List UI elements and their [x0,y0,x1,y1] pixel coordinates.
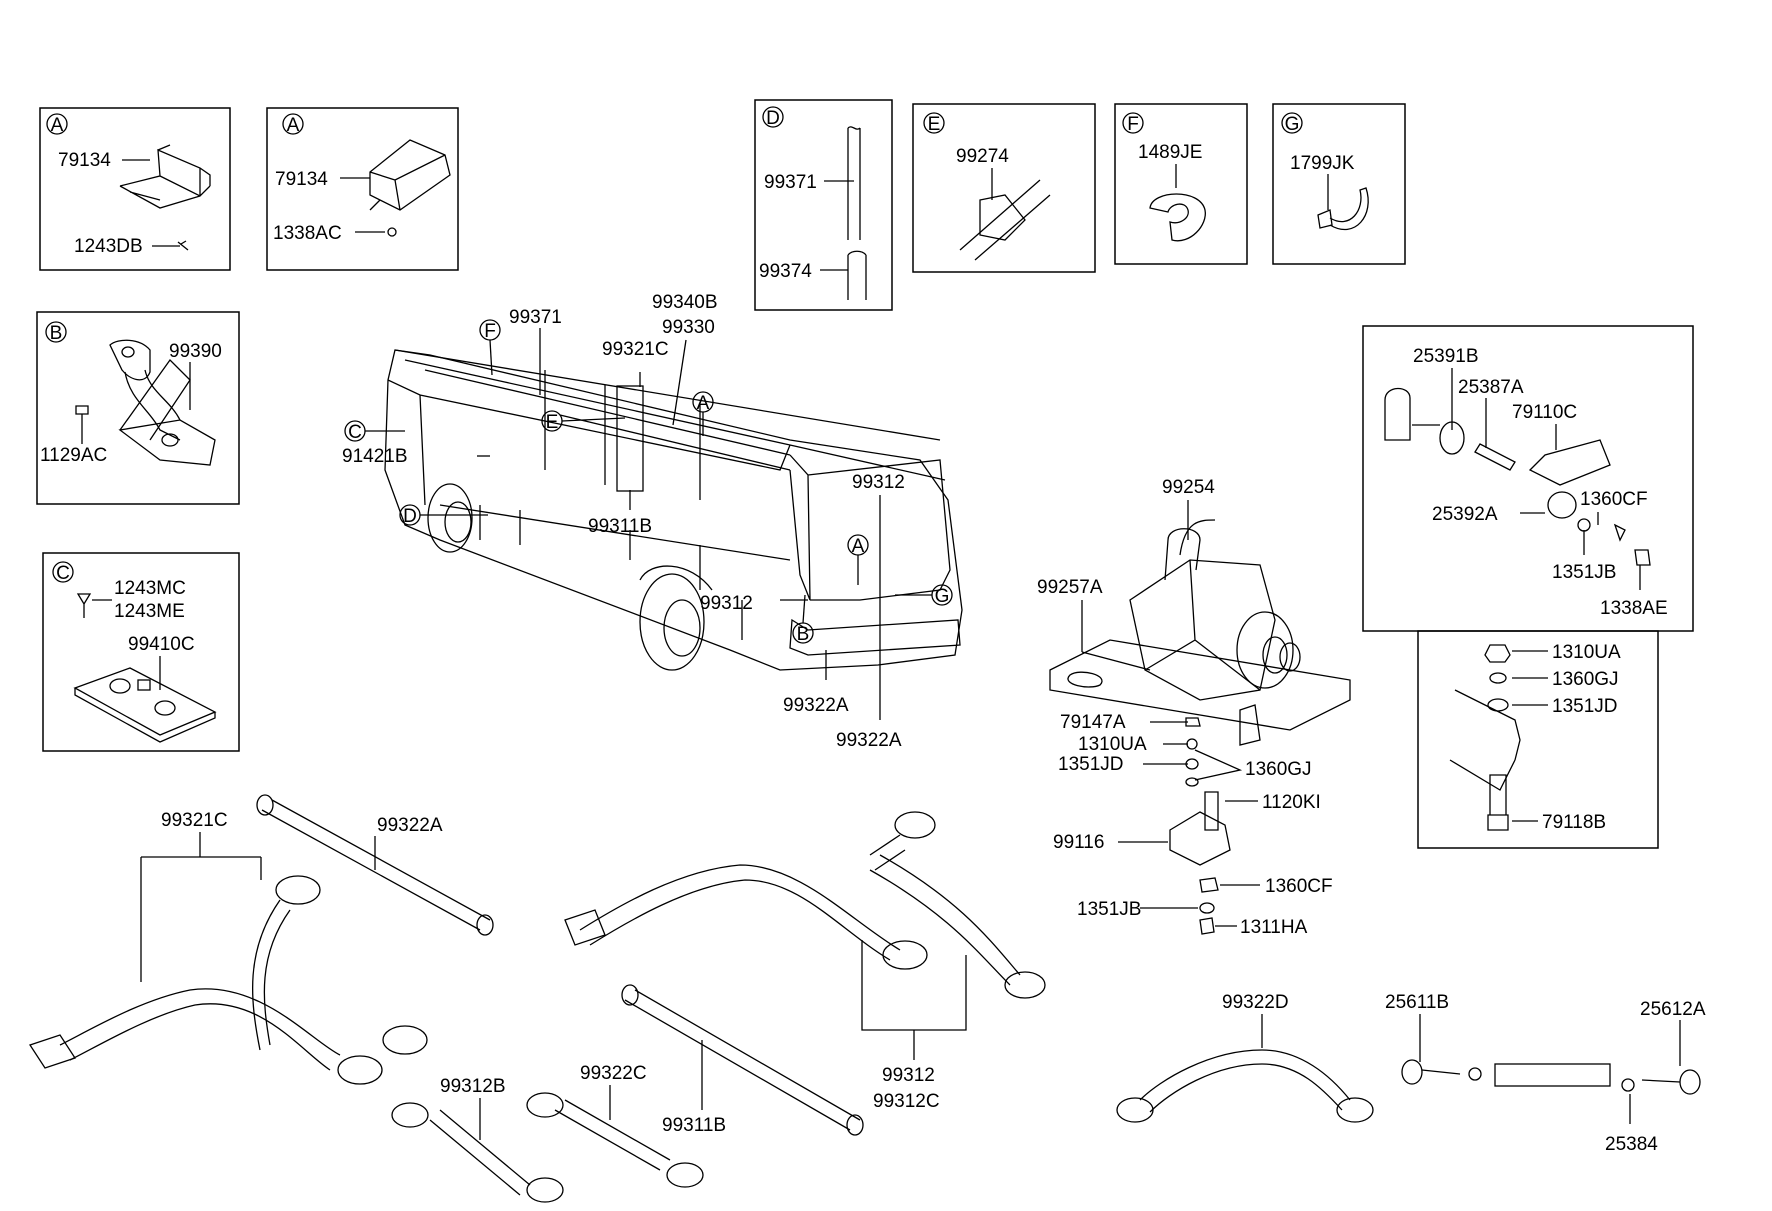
label-99312b: 99312B [440,1076,506,1097]
panel-a1: A 79134 1243DB [39,107,231,271]
compressor-assembly: 99254 99257A 79147A 1310UA 1351JD 1360GJ… [1037,477,1351,938]
label-1360gj: 1360GJ [1245,759,1312,780]
label-1243db: 1243DB [74,236,143,257]
label-99322a: 99322A [783,695,849,716]
label-79134: 79134 [275,169,328,190]
label-99340b: 99340B [652,292,718,313]
label-99322a: 99322A [836,730,902,751]
label-1351jb: 1351JB [1552,562,1616,583]
label-1351jb: 1351JB [1077,899,1141,920]
label-91421b: 91421B [342,446,408,467]
panel-c-letter: C [56,563,70,584]
label-99312: 99312 [852,472,905,493]
label-99311b: 99311B [588,516,652,537]
bus-callout-a: A [697,393,710,414]
label-1310ua: 1310UA [1078,734,1147,755]
label-1120ki: 1120KI [1262,792,1321,813]
panel-b-letter: B [50,323,63,344]
label-1243me: 1243ME [114,601,185,622]
label-79110c: 79110C [1512,402,1577,423]
label-99116: 99116 [1053,832,1104,853]
label-99371: 99371 [764,172,817,193]
label-1351jd: 1351JD [1058,754,1124,775]
label-1311ha: 1311HA [1240,917,1308,938]
panel-f: F 1489JE [1114,103,1248,265]
label-25391b: 25391B [1413,346,1479,367]
label-99322d: 99322D [1222,992,1289,1013]
label-25612a: 25612A [1640,999,1706,1020]
panel-d-letter: D [766,108,780,129]
label-99330: 99330 [662,317,715,338]
label-1129ac: 1129AC [40,445,107,466]
panel-e: E 99274 [912,103,1096,273]
bus-callout-g: G [935,586,950,607]
label-99321c: 99321C [161,810,228,831]
panel-hose-fitting: 25391B 25387A 79110C 1360CF 25392A 1351J… [1362,325,1694,632]
panel-g: G 1799JK [1272,103,1406,265]
label-79134: 79134 [58,150,111,171]
label-99410c: 99410C [128,634,195,655]
label-1351jd: 1351JD [1552,696,1618,717]
label-1310ua: 1310UA [1552,642,1621,663]
panel-f-letter: F [1127,114,1139,135]
bus-callout-d: D [403,506,417,527]
panel-g-letter: G [1285,114,1300,135]
label-25611b: 25611B [1385,992,1449,1013]
label-99274: 99274 [956,146,1009,167]
label-99322c: 99322C [580,1063,647,1084]
label-1360cf: 1360CF [1580,489,1648,510]
label-1489je: 1489JE [1138,142,1202,163]
label-1360gj: 1360GJ [1552,669,1619,690]
bus-illustration: F C E A D A G B 99371 99340B 99330 [342,292,963,751]
label-79147a: 79147A [1060,712,1126,733]
label-99371: 99371 [509,307,562,328]
label-1799jk: 1799JK [1290,153,1355,174]
panel-d: D 99371 99374 [754,99,893,311]
label-99322a: 99322A [377,815,443,836]
label-99254: 99254 [1162,477,1215,498]
bus-callout-b: B [797,624,810,645]
label-99312c: 99312C [873,1091,940,1112]
panel-a2-letter: A [287,115,300,136]
pipes-right: 99322D 25611B 25612A 25384 [1116,992,1706,1155]
label-1338ac: 1338AC [273,223,342,244]
bus-callout-f: F [484,321,496,342]
panel-mount: 1310UA 1360GJ 1351JD 79118B [1417,630,1659,849]
label-99257a: 99257A [1037,577,1103,598]
label-25392a: 25392A [1432,504,1498,525]
panel-c: C 1243MC 1243ME 99410C [42,552,240,752]
panel-e-letter: E [928,114,941,135]
label-99312: 99312 [882,1065,935,1086]
label-1243mc: 1243MC [114,578,186,599]
label-1338ae: 1338AE [1600,598,1668,619]
label-99390: 99390 [169,341,222,362]
bus-callout-a2: A [852,536,865,557]
pipes-left: 99321C 99322A [28,794,494,1085]
bus-callout-c: C [348,422,362,443]
label-99311b: 99311B [662,1115,726,1136]
bus-callout-e: E [546,412,559,433]
label-79118b: 79118B [1542,812,1606,833]
panel-a1-letter: A [51,115,64,136]
label-1360cf: 1360CF [1265,876,1333,897]
label-99374: 99374 [759,261,812,282]
label-25387a: 25387A [1458,377,1524,398]
panel-a2: A 79134 1338AC [266,107,459,271]
pipes-middle: 99312B 99322C 99311B 99312 99312C [391,811,1046,1203]
label-99312: 99312 [700,593,753,614]
panel-b: B 99390 1129AC [36,311,240,505]
label-25384: 25384 [1605,1134,1658,1155]
label-99321c: 99321C [602,339,669,360]
